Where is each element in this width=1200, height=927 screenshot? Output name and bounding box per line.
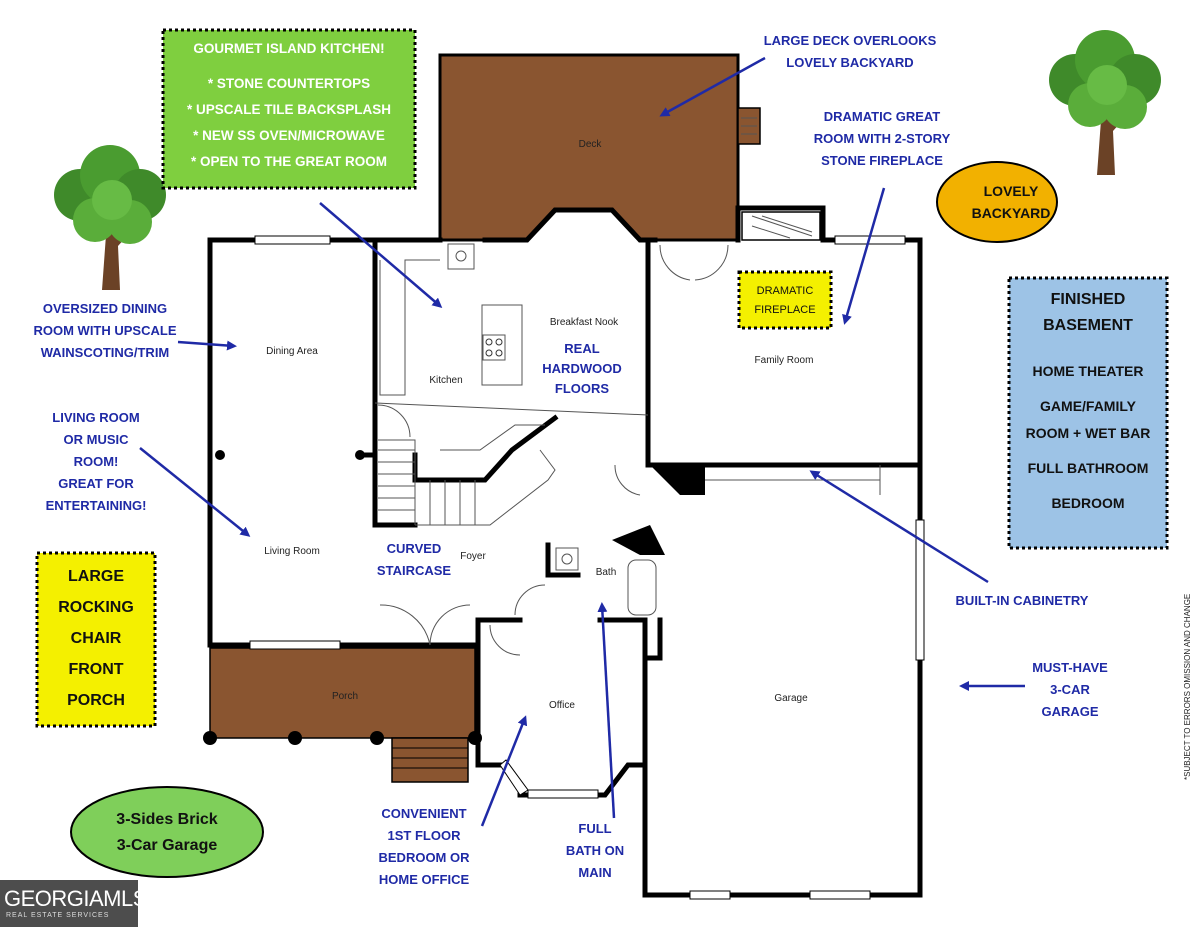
- callout-line: FULL: [578, 821, 611, 836]
- room-label-kitchen: Kitchen: [429, 375, 462, 386]
- room-label-porch: Porch: [332, 691, 358, 702]
- callout-living: LIVING ROOM OR MUSIC ROOM! GREAT FOR ENT…: [46, 410, 251, 537]
- callout-line: CURVED: [387, 541, 442, 556]
- basement-item: ROOM + WET BAR: [1026, 425, 1151, 441]
- room-label-dining-area: Dining Area: [266, 346, 318, 357]
- kitchen-box-item: * STONE COUNTERTOPS: [208, 76, 370, 91]
- callout-line: 3-CAR: [1050, 682, 1090, 697]
- callout-line: MUST-HAVE: [1032, 660, 1108, 675]
- room-label-breakfast-nook: Breakfast Nook: [550, 317, 619, 328]
- basement-item: HOME THEATER: [1033, 363, 1144, 379]
- porch-tag-line: LARGE: [68, 568, 124, 585]
- kitchen-box-item: * UPSCALE TILE BACKSPLASH: [187, 102, 391, 117]
- callout-line: HOME OFFICE: [379, 872, 470, 887]
- stairs-icon: [378, 424, 556, 526]
- room-label-foyer: Foyer: [460, 551, 486, 562]
- brick-line: 3-Car Garage: [117, 837, 218, 854]
- callout-line: DRAMATIC GREAT: [824, 109, 941, 124]
- callout-line: REAL: [564, 341, 599, 356]
- callout-line: ROOM!: [74, 454, 119, 469]
- callout-line: LOVELY BACKYARD: [786, 55, 913, 70]
- sink-icon: [447, 243, 475, 270]
- kitchen-box-item: * OPEN TO THE GREAT ROOM: [191, 154, 387, 169]
- callout-line: MAIN: [578, 865, 611, 880]
- callout-line: STONE FIREPLACE: [821, 153, 943, 168]
- callout-line: 1ST FLOOR: [388, 828, 462, 843]
- fireplace-icon: [741, 211, 821, 241]
- callout-line: CONVENIENT: [381, 806, 466, 821]
- windows: [249, 235, 925, 900]
- callout-bath: FULL BATH ON MAIN: [566, 602, 624, 880]
- brick-line: 3-Sides Brick: [116, 811, 217, 828]
- porch-tag-line: CHAIR: [71, 630, 122, 647]
- callout-deck: LARGE DECK OVERLOOKS LOVELY BACKYARD: [659, 33, 937, 117]
- kitchen-features-box: GOURMET ISLAND KITCHEN! * STONE COUNTERT…: [161, 28, 417, 190]
- door-swing-icon: [377, 244, 729, 656]
- room-label-garage: Garage: [774, 693, 808, 704]
- callout-line: BUILT-IN CABINETRY: [956, 593, 1089, 608]
- finished-basement-box: FINISHED BASEMENT HOME THEATER GAME/FAMI…: [1007, 276, 1169, 550]
- basement-item: BEDROOM: [1051, 495, 1124, 511]
- callout-floors: REAL HARDWOOD FLOORS: [542, 341, 621, 396]
- callout-line: LIVING ROOM: [52, 410, 139, 425]
- callout-line: HARDWOOD: [542, 361, 621, 376]
- callout-office: CONVENIENT 1ST FLOOR BEDROOM OR HOME OFF…: [379, 715, 528, 887]
- basement-item: GAME/FAMILY: [1040, 398, 1137, 414]
- stove-icon: [482, 334, 506, 361]
- callout-line: LARGE DECK OVERLOOKS: [764, 33, 937, 48]
- porch-tag-line: ROCKING: [58, 599, 134, 616]
- fireplace-tag-line: DRAMATIC: [757, 285, 814, 297]
- basement-title: BASEMENT: [1043, 317, 1133, 334]
- backyard-line: BACKYARD: [972, 205, 1051, 221]
- kitchen-box-item: * NEW SS OVEN/MICROWAVE: [193, 128, 385, 143]
- callout-line: BATH ON: [566, 843, 624, 858]
- callout-line: GARAGE: [1041, 704, 1098, 719]
- porch-tag-line: FRONT: [68, 661, 123, 678]
- tree-icon: [1049, 30, 1161, 175]
- room-label-bath: Bath: [596, 567, 617, 578]
- callout-line: OR MUSIC: [64, 432, 130, 447]
- logo-subtitle: REAL ESTATE SERVICES: [6, 912, 110, 919]
- callout-line: ENTERTAINING!: [46, 498, 147, 513]
- porch-area: [203, 647, 482, 783]
- tree-icon: [54, 145, 166, 290]
- callout-great-room: DRAMATIC GREAT ROOM WITH 2-STORY STONE F…: [814, 109, 951, 325]
- room-label-family-room: Family Room: [755, 355, 814, 366]
- fireplace-tag: DRAMATIC FIREPLACE: [737, 270, 833, 330]
- callout-dining: OVERSIZED DINING ROOM WITH UPSCALE WAINS…: [34, 301, 237, 360]
- brick-garage-oval: 3-Sides Brick 3-Car Garage: [70, 786, 264, 878]
- georgia-mls-logo: GEORGIAMLS REAL ESTATE SERVICES: [0, 880, 147, 927]
- callout-cabinetry: BUILT-IN CABINETRY: [809, 470, 1089, 608]
- basement-title: FINISHED: [1051, 291, 1126, 308]
- callout-line: ROOM WITH 2-STORY: [814, 131, 951, 146]
- room-labels: Deck Breakfast Nook Kitchen Dining Area …: [264, 139, 813, 711]
- logo-wordmark: GEORGIAMLS: [4, 886, 147, 911]
- room-label-office: Office: [549, 700, 575, 711]
- porch-tag-line: PORCH: [67, 692, 125, 709]
- callout-garage: MUST-HAVE 3-CAR GARAGE: [959, 660, 1108, 719]
- callout-line: FLOORS: [555, 381, 609, 396]
- kitchen-arrow: [319, 202, 443, 308]
- callout-line: OVERSIZED DINING: [43, 301, 167, 316]
- callout-staircase: CURVED STAIRCASE: [377, 541, 451, 578]
- room-label-living-room: Living Room: [264, 546, 320, 557]
- fireplace-tag-line: FIREPLACE: [754, 304, 815, 316]
- porch-tag: LARGE ROCKING CHAIR FRONT PORCH: [35, 551, 157, 728]
- callout-line: WAINSCOTING/TRIM: [41, 345, 170, 360]
- backyard-oval: LOVELY BACKYARD: [936, 161, 1058, 243]
- callout-line: GREAT FOR: [58, 476, 134, 491]
- callout-line: BEDROOM OR: [379, 850, 471, 865]
- basement-item: FULL BATHROOM: [1028, 460, 1149, 476]
- interior-details: [374, 211, 881, 656]
- callout-line: STAIRCASE: [377, 563, 451, 578]
- disclaimer: *SUBJECT TO ERRORS OMISSION AND CHANGE: [1183, 594, 1192, 780]
- room-label-deck: Deck: [579, 139, 603, 150]
- kitchen-box-title: GOURMET ISLAND KITCHEN!: [193, 41, 384, 56]
- backyard-line: LOVELY: [984, 183, 1039, 199]
- callout-line: ROOM WITH UPSCALE: [34, 323, 177, 338]
